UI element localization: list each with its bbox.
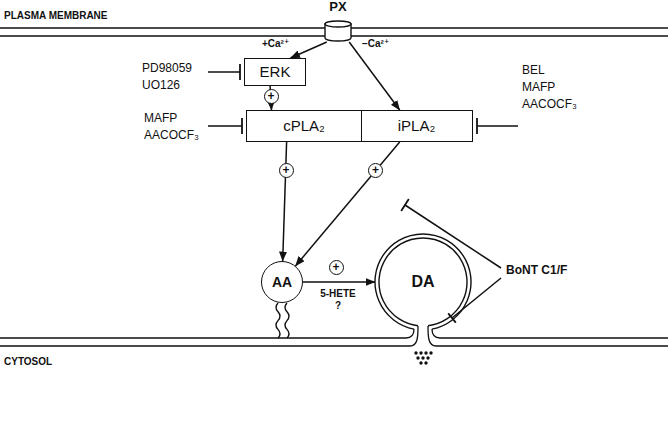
release-dot bbox=[429, 351, 432, 354]
inhibition-line bbox=[405, 205, 501, 268]
inhibition-line bbox=[208, 125, 242, 127]
release-dot bbox=[421, 356, 424, 359]
edge-label: +Ca²⁺ bbox=[262, 38, 289, 50]
activation-sign: + bbox=[264, 89, 279, 104]
node-text: ERK bbox=[260, 63, 291, 80]
membrane-line bbox=[428, 326, 668, 346]
release-dot bbox=[424, 361, 427, 364]
release-dot bbox=[414, 351, 417, 354]
inhibitor-label: PD98059 bbox=[142, 62, 192, 76]
edge-label: −Ca²⁺ bbox=[362, 38, 389, 50]
release-dot bbox=[424, 351, 427, 354]
inhibitor-label: MAFP bbox=[144, 112, 177, 126]
inhibitor-label: MAFP bbox=[522, 81, 555, 95]
enzyme-box: iPLA₂ bbox=[361, 110, 473, 142]
inhibitor-label: AACOCF₃ bbox=[144, 129, 199, 143]
vesicle-membrane bbox=[375, 234, 471, 329]
inhibition-bar bbox=[401, 199, 409, 211]
release-dot bbox=[419, 361, 422, 364]
lipid-tail bbox=[285, 303, 289, 338]
inhibition-line bbox=[452, 278, 501, 318]
release-dot bbox=[426, 356, 429, 359]
pore-rim bbox=[325, 21, 351, 27]
activation-sign: + bbox=[368, 163, 383, 178]
vesicle: DA bbox=[375, 234, 471, 330]
release-dot bbox=[416, 356, 419, 359]
channel-pore: PX bbox=[322, 0, 354, 42]
arrow-connector bbox=[291, 42, 327, 58]
region-label: PLASMA MEMBRANE bbox=[4, 10, 108, 22]
pore-icon bbox=[322, 18, 354, 42]
inhibition-line bbox=[208, 71, 240, 73]
process-box: ERK bbox=[244, 58, 306, 86]
region-label: CYTOSOL bbox=[4, 356, 52, 368]
membrane-line bbox=[0, 326, 418, 346]
lipid-circle: AA bbox=[261, 261, 303, 303]
membrane-line bbox=[432, 329, 668, 338]
node-text: iPLA₂ bbox=[398, 117, 436, 134]
activation-sign: + bbox=[279, 163, 294, 178]
arrow-connector bbox=[303, 281, 375, 283]
membrane-line bbox=[0, 329, 414, 338]
arrow-connector bbox=[296, 142, 400, 266]
inhibition-line bbox=[477, 125, 518, 127]
node-text: PX bbox=[329, 0, 346, 15]
enzyme-box: cPLA₂ bbox=[246, 110, 362, 142]
inhibition-bar bbox=[476, 118, 478, 134]
arrow-connector bbox=[283, 142, 287, 261]
toxin-label: BoNT C1/F bbox=[506, 264, 567, 278]
arrow-connector bbox=[349, 42, 400, 110]
node-text: DA bbox=[411, 273, 434, 291]
lipid-tail bbox=[276, 303, 280, 338]
edge-label: 5-HETE ? bbox=[318, 288, 358, 311]
vesicle-membrane bbox=[379, 238, 467, 326]
node-text: AA bbox=[272, 274, 292, 290]
inhibition-bar bbox=[239, 64, 241, 80]
activation-sign: + bbox=[329, 260, 344, 275]
inhibitor-label: BEL bbox=[522, 64, 545, 78]
inhibition-bar bbox=[241, 118, 243, 134]
inhibitor-label: UO126 bbox=[142, 79, 180, 93]
release-dot bbox=[419, 351, 422, 354]
node-text: cPLA₂ bbox=[283, 117, 325, 134]
inhibitor-label: AACOCF₃ bbox=[522, 98, 577, 112]
